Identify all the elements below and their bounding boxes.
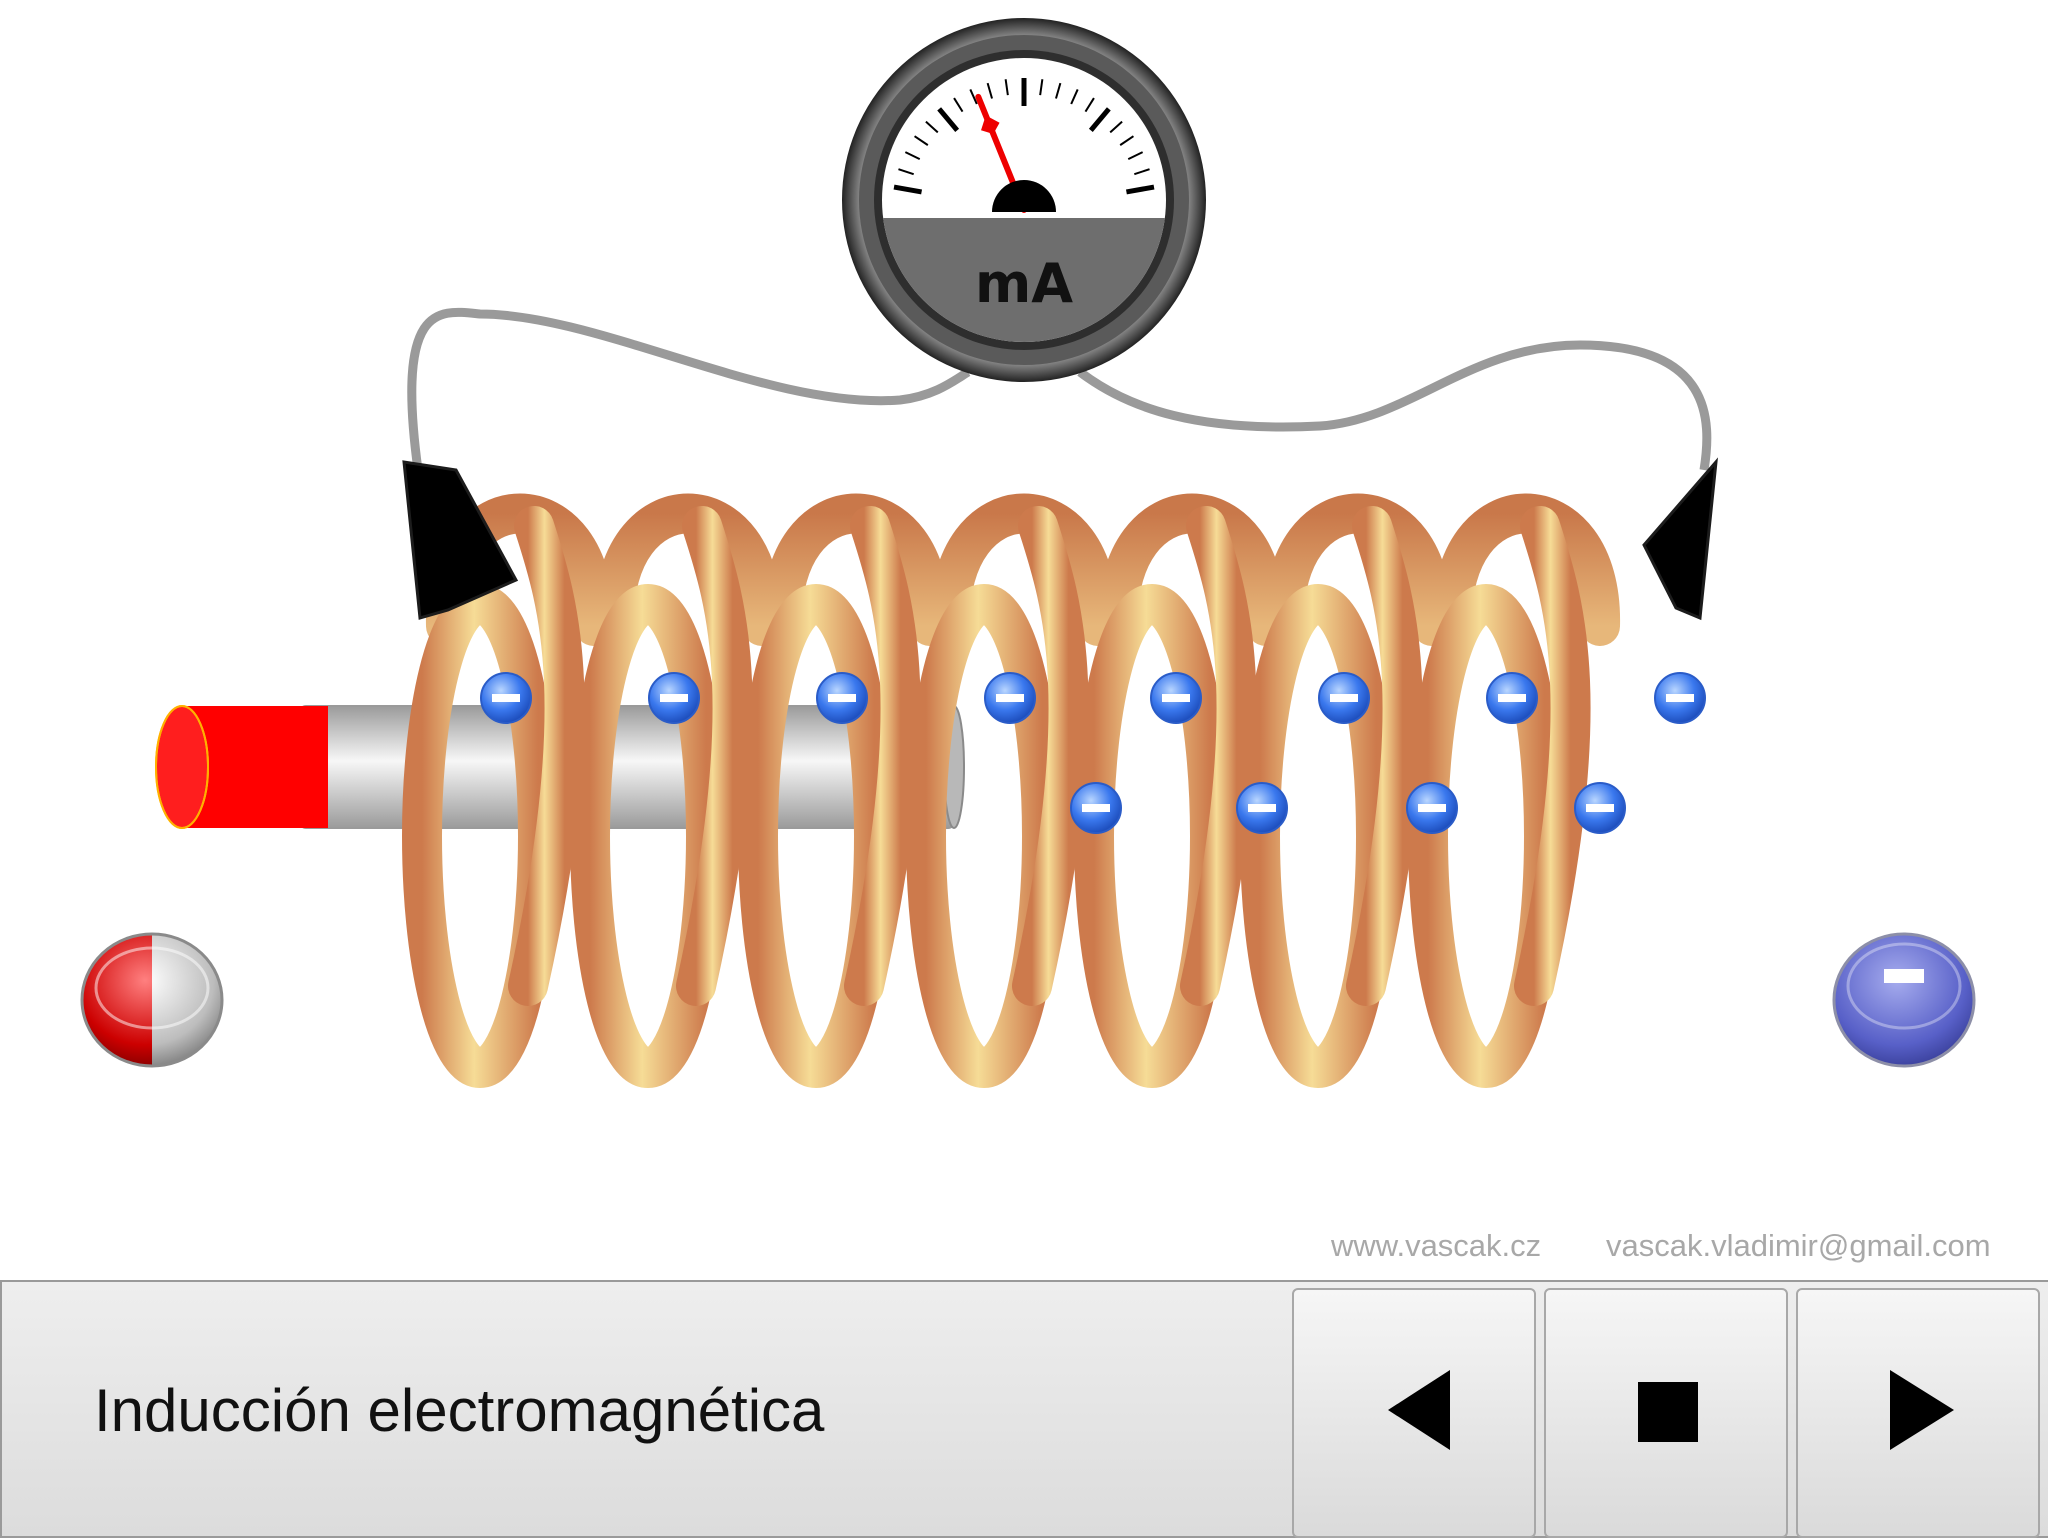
dial-tick xyxy=(893,184,923,195)
coil-turn-link xyxy=(1012,506,1089,1006)
dial-tick xyxy=(898,168,914,176)
email-credit[interactable]: vascak.vladimir@gmail.com xyxy=(1606,1228,1991,1263)
electron-icon xyxy=(1486,672,1538,724)
bottom-control-bar: Inducción electromagnética xyxy=(0,1280,2048,1538)
dial-tick xyxy=(1127,151,1144,161)
dial-tick xyxy=(1125,184,1155,195)
electron-icon xyxy=(1406,782,1458,834)
magnet-pole-indicator[interactable] xyxy=(80,932,224,1068)
coil-turn-link xyxy=(508,506,585,1006)
website-credit[interactable]: www.vascak.cz xyxy=(1331,1228,1542,1263)
dial-tick xyxy=(1055,82,1062,99)
dial-tick xyxy=(1109,120,1123,134)
electron-icon xyxy=(648,672,700,724)
simulation-title: Inducción electromagnética xyxy=(94,1377,825,1444)
electron-icon xyxy=(816,672,868,724)
dial-tick xyxy=(1004,79,1009,96)
electron-icon xyxy=(1236,782,1288,834)
stop-button[interactable] xyxy=(1544,1288,1788,1538)
electron-icon xyxy=(1654,672,1706,724)
square-stop-icon xyxy=(1638,1382,1698,1442)
dial-tick xyxy=(986,82,993,99)
electron-icon xyxy=(1150,672,1202,724)
triangle-right-icon xyxy=(1890,1370,1954,1450)
copper-coil-front-turns xyxy=(402,506,1591,1088)
dial-tick xyxy=(1084,97,1095,113)
coil-turn-link xyxy=(1346,506,1423,1006)
wire-right xyxy=(1077,340,1712,471)
dial-tick xyxy=(914,135,929,146)
dial-tick xyxy=(1119,135,1134,146)
coil-turn-link xyxy=(1514,506,1591,1006)
coil-turn-link xyxy=(844,506,921,1006)
coil-turn-link xyxy=(676,506,753,1006)
dial-tick xyxy=(1070,89,1079,105)
previous-button[interactable] xyxy=(1292,1288,1536,1538)
meter-unit-label: mA xyxy=(975,252,1073,315)
clip-left-icon xyxy=(402,460,519,620)
dial-tick xyxy=(1088,107,1111,132)
dial-tick xyxy=(904,151,921,161)
triangle-left-icon xyxy=(1388,1370,1450,1450)
milliammeter: mA xyxy=(842,18,1206,382)
dial-tick xyxy=(925,120,939,134)
minus-icon xyxy=(1884,969,1924,983)
dial-scale xyxy=(893,78,1155,195)
wire-left xyxy=(407,307,971,471)
electrons-layer xyxy=(480,672,1706,834)
clip-right-icon xyxy=(1642,457,1718,621)
dial-tick xyxy=(937,107,960,132)
dial-tick xyxy=(953,97,964,113)
dial-tick xyxy=(969,89,978,105)
electron-icon xyxy=(1574,782,1626,834)
dial-tick xyxy=(1134,168,1150,176)
coil-turn-link xyxy=(1180,506,1257,1006)
electron-icon xyxy=(480,672,532,724)
next-button[interactable] xyxy=(1796,1288,2040,1538)
charge-sign-button[interactable] xyxy=(1832,932,1976,1068)
electron-icon xyxy=(1318,672,1370,724)
electron-icon xyxy=(1070,782,1122,834)
dial-tick xyxy=(1039,79,1044,96)
electron-icon xyxy=(984,672,1036,724)
